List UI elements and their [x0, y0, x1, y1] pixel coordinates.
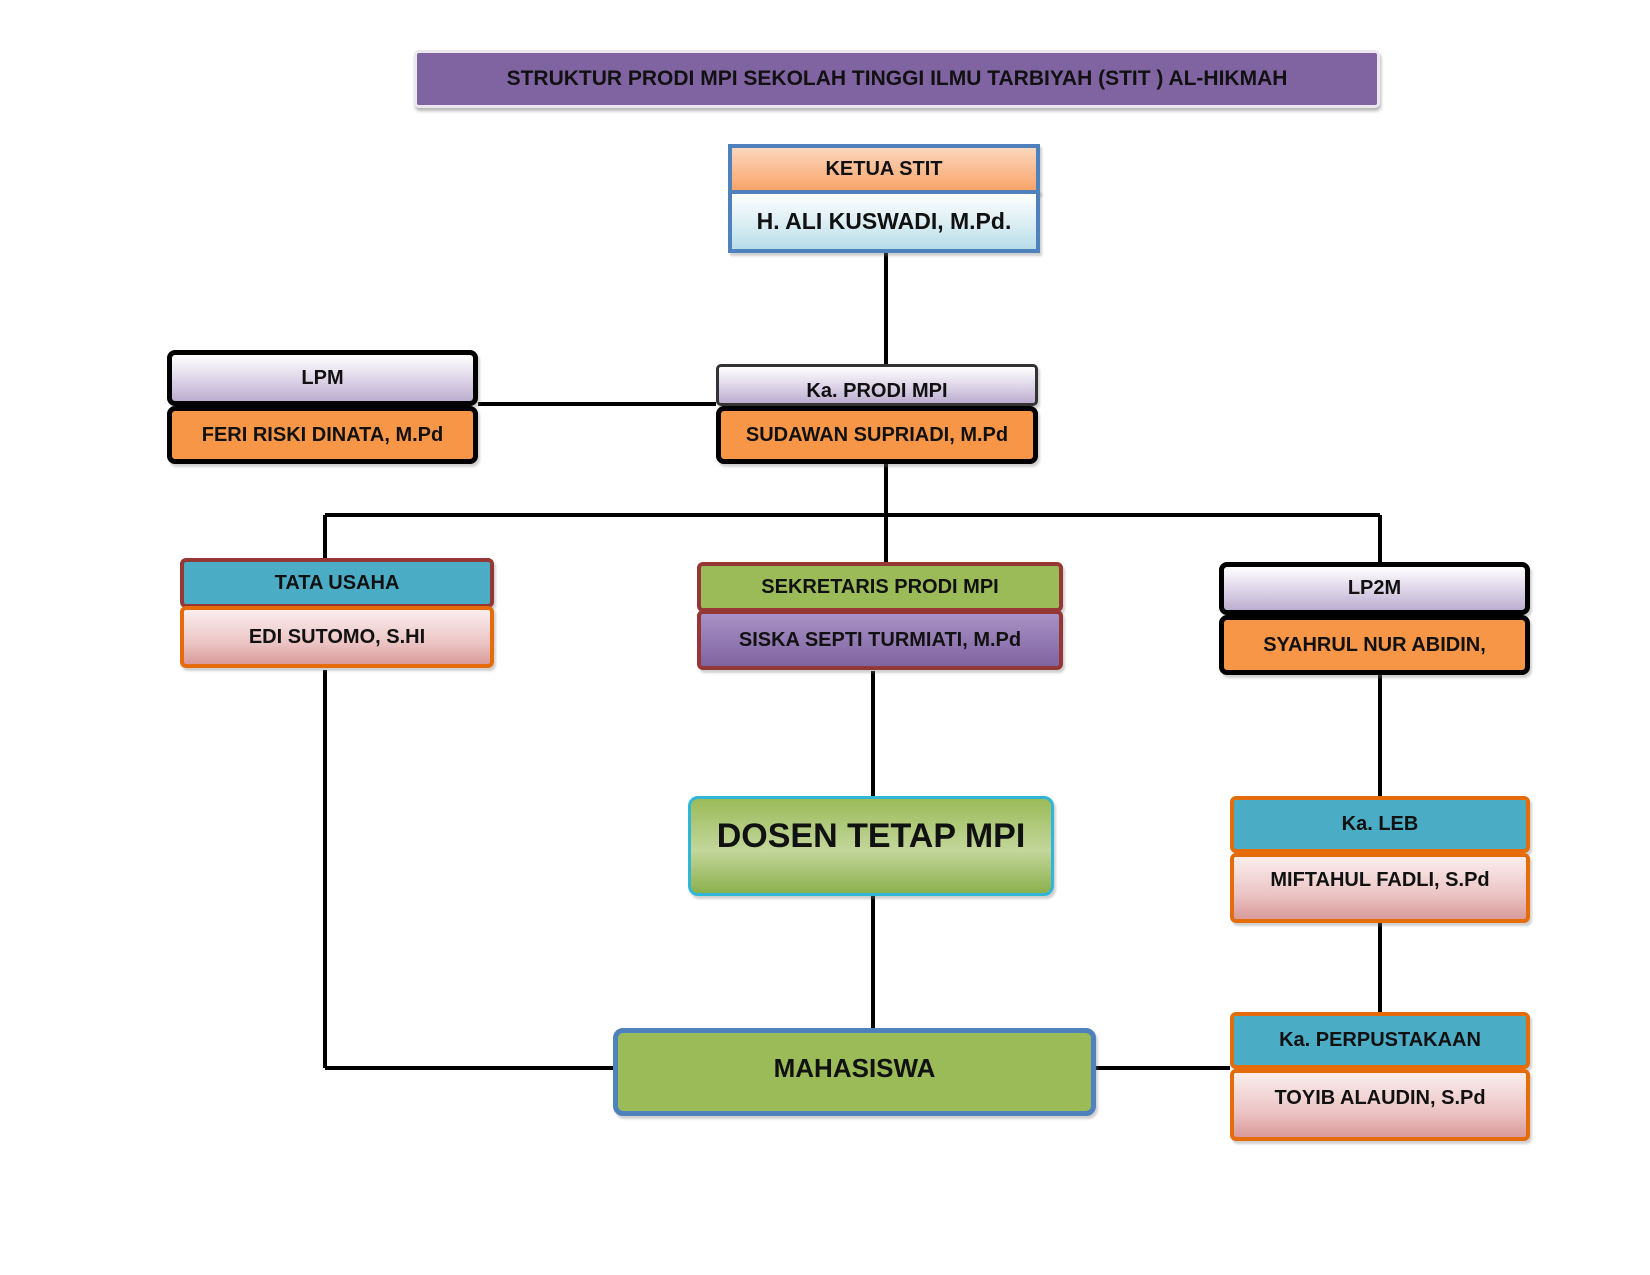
sekretaris-name-box: SISKA SEPTI TURMIATI, M.Pd	[697, 610, 1063, 670]
dosen-box: DOSEN TETAP MPI	[688, 796, 1054, 896]
tatausaha-role-box: TATA USAHA	[180, 558, 494, 608]
ketua-role-box: KETUA STIT	[728, 144, 1040, 194]
lp2m-role-box: LP2M	[1219, 562, 1530, 615]
chart-title: STRUKTUR PRODI MPI SEKOLAH TINGGI ILMU T…	[414, 50, 1380, 108]
kaprodi-role-box: Ka. PRODI MPI	[716, 364, 1038, 406]
ketua-name-box: H. ALI KUSWADI, M.Pd.	[728, 190, 1040, 253]
leb-role-box: Ka. LEB	[1230, 796, 1530, 853]
lpm-name-box: FERI RISKI DINATA, M.Pd	[167, 406, 478, 464]
perpustakaan-role-box: Ka. PERPUSTAKAAN	[1230, 1012, 1530, 1069]
lpm-role-box: LPM	[167, 350, 478, 406]
lp2m-name-box: SYAHRUL NUR ABIDIN,	[1219, 615, 1530, 675]
mahasiswa-box: MAHASISWA	[613, 1028, 1096, 1116]
leb-name-box: MIFTAHUL FADLI, S.Pd	[1230, 853, 1530, 923]
sekretaris-role-box: SEKRETARIS PRODI MPI	[697, 562, 1063, 612]
kaprodi-name-box: SUDAWAN SUPRIADI, M.Pd	[716, 406, 1038, 464]
tatausaha-name-box: EDI SUTOMO, S.HI	[180, 606, 494, 668]
perpustakaan-name-box: TOYIB ALAUDIN, S.Pd	[1230, 1069, 1530, 1141]
